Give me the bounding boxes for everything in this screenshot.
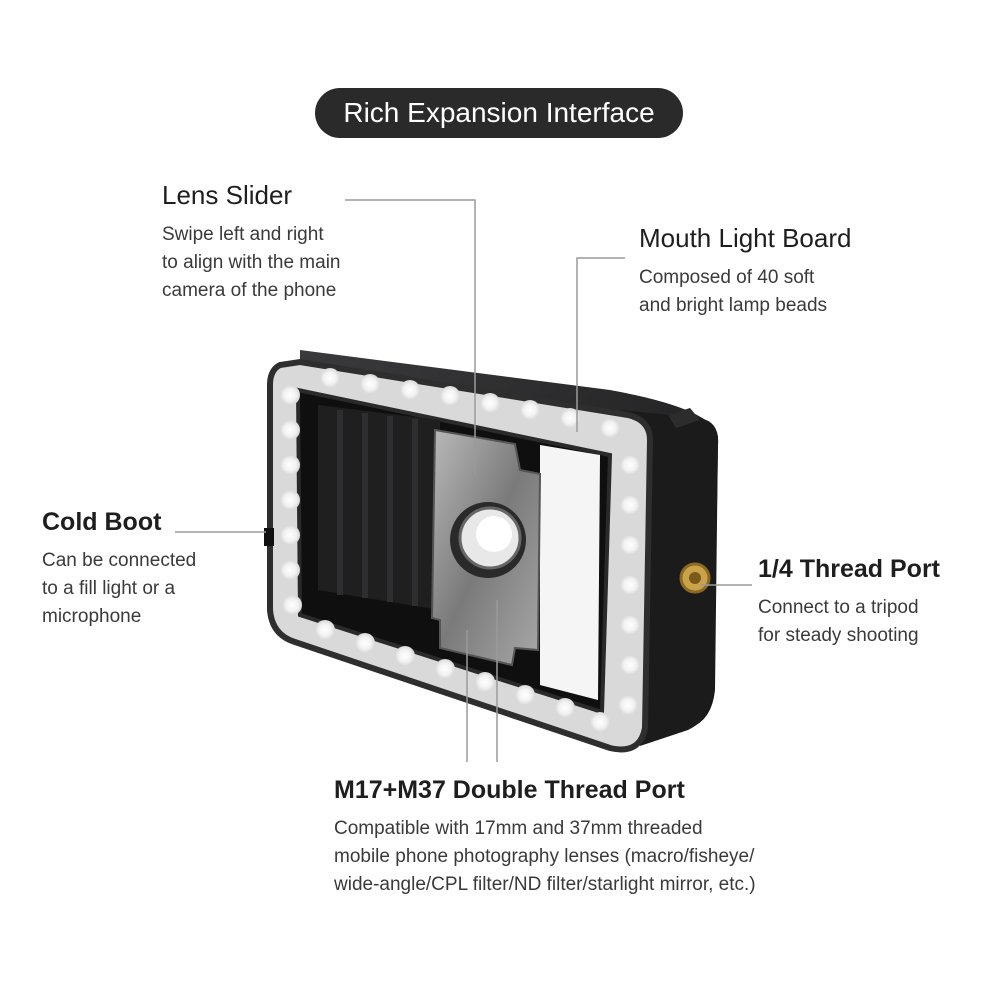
quarter-inch-thread-port [679,562,711,594]
callout-thread-port: 1/4 Thread Port Connect to a tripod for … [758,555,940,650]
lens-slider [430,428,542,667]
cold-boot-shoe [264,528,274,546]
cold-boot-heading: Cold Boot [42,508,162,536]
title-badge: Rich Expansion Interface [315,88,683,138]
thread-port-desc: Connect to a tripod for steady shooting [758,597,919,646]
double-thread-port-heading: M17+M37 Double Thread Port [334,776,685,804]
callout-double-thread-port: M17+M37 Double Thread Port Compatible wi… [334,776,756,899]
mouth-light-board-heading: Mouth Light Board [639,223,852,253]
lens-slider-desc: Swipe left and right to align with the m… [162,224,341,301]
thread-port-heading: 1/4 Thread Port [758,555,940,583]
cold-boot-desc: Can be connected to a fill light or a mi… [42,550,197,627]
clamp-ribs [318,405,600,700]
mouth-light-board-desc: Composed of 40 soft and bright lamp bead… [639,267,828,316]
page-title: Rich Expansion Interface [343,97,655,128]
double-thread-port-desc: Compatible with 17mm and 37mm threaded m… [334,818,756,895]
led-beads [280,368,640,732]
callout-cold-boot: Cold Boot Can be connected to a fill lig… [42,508,196,631]
lens-slider-heading: Lens Slider [162,180,293,210]
callout-mouth-light-board: Mouth Light Board Composed of 40 soft an… [639,223,851,320]
leader-lines [175,199,752,762]
callout-lens-slider: Lens Slider Swipe left and right to alig… [162,180,341,305]
